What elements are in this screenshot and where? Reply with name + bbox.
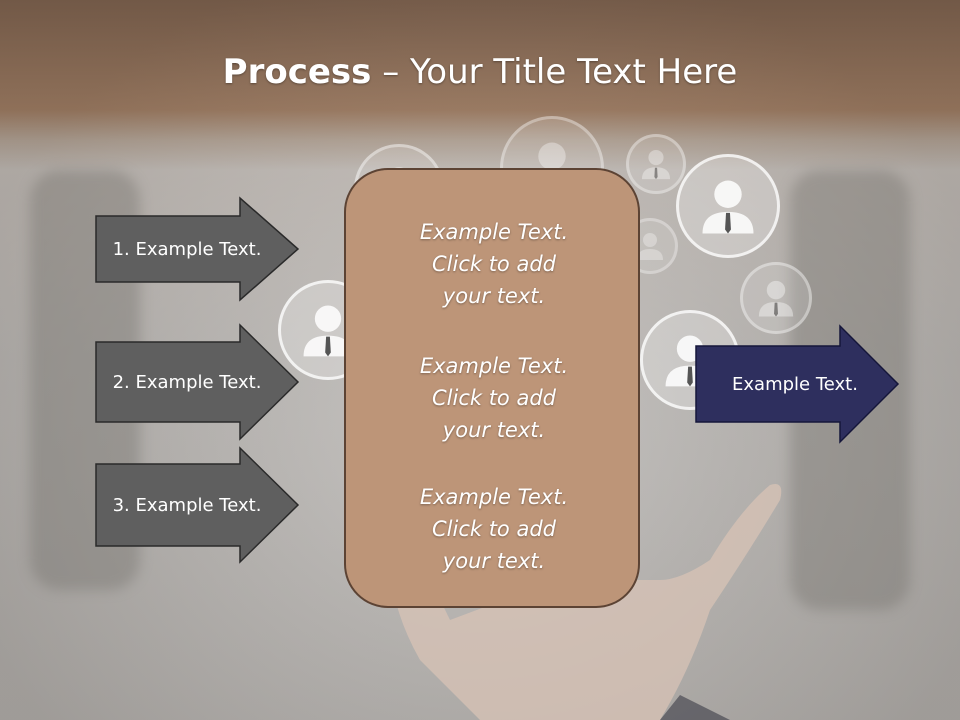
left-arrow-3: 3. Example Text. — [95, 446, 300, 564]
person-circle-icon — [676, 154, 780, 258]
arrow-shape — [95, 196, 300, 302]
title-bold: Process — [222, 52, 372, 92]
right-arrow: Example Text. — [695, 324, 900, 444]
title-separator: – — [371, 52, 411, 92]
left-arrow-label: 2. Example Text. — [112, 371, 262, 393]
arrow-shape — [95, 323, 300, 441]
center-paragraph-3: Example Text. Click to add your text. — [419, 485, 569, 573]
arrow-shape — [695, 324, 900, 444]
person-circle-icon — [626, 134, 686, 194]
person-circle-icon — [740, 262, 812, 334]
left-arrow-label: 1. Example Text. — [112, 238, 262, 260]
right-arrow-label: Example Text. — [732, 373, 858, 395]
center-paragraph-2: Example Text. Click to add your text. — [419, 354, 569, 442]
left-arrow-2: 2. Example Text. — [95, 323, 300, 441]
slide-title: Process – Your Title Text Here — [0, 52, 960, 92]
center-paragraph-1: Example Text. Click to add your text. — [419, 220, 569, 308]
left-arrow-label: 3. Example Text. — [112, 494, 262, 516]
title-rest: Your Title Text Here — [410, 52, 738, 92]
left-arrow-1: 1. Example Text. — [95, 196, 300, 302]
arrow-shape — [95, 446, 300, 564]
center-text-box[interactable]: Example Text. Click to add your text. Ex… — [344, 168, 640, 608]
